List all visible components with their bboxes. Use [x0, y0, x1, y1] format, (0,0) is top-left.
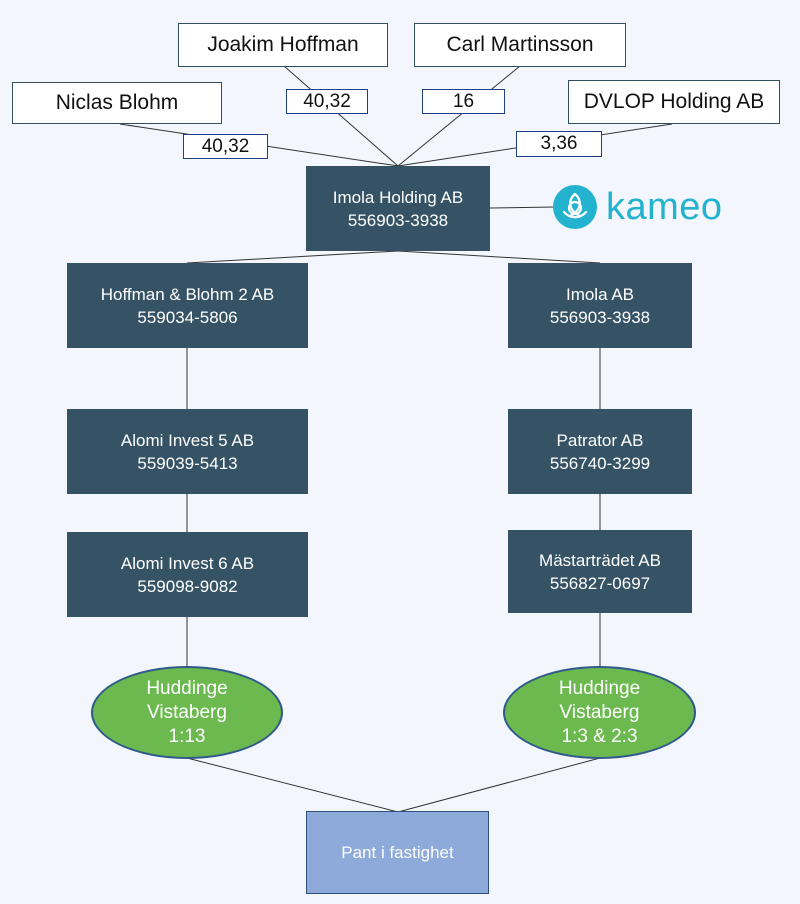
owner-name: DVLOP Holding AB [583, 90, 765, 113]
company-org-number: 556903-3938 [347, 210, 449, 230]
company-name: Imola Holding AB [332, 187, 464, 207]
company-org-number: 556827-0697 [549, 573, 651, 593]
company-org-number: 556903-3938 [549, 307, 651, 327]
property-line: 1:13 [168, 725, 206, 747]
share-box-carl: 16 [422, 89, 505, 114]
connector-logo [489, 206, 556, 209]
company-name: Alomi Invest 6 AB [120, 553, 255, 573]
owner-box-dvlop: DVLOP Holding AB [568, 80, 780, 124]
kameo-knot-icon [553, 185, 597, 229]
connector-holding-right [397, 250, 601, 264]
share-box-niclas: 40,32 [183, 134, 268, 159]
owner-name: Joakim Hoffman [207, 33, 359, 56]
owner-box-joakim: Joakim Hoffman [178, 23, 388, 67]
company-name: Patrator AB [556, 430, 644, 450]
company-box-imola: Imola AB 556903-3938 [508, 263, 692, 348]
property-line: Vistaberg [559, 701, 640, 723]
company-box-alomi-5: Alomi Invest 5 AB 559039-5413 [67, 409, 308, 494]
company-box-patrator: Patrator AB 556740-3299 [508, 409, 692, 494]
holding-company-box: Imola Holding AB 556903-3938 [306, 166, 490, 251]
connector-property-left [186, 757, 399, 813]
owner-box-niclas: Niclas Blohm [12, 82, 222, 124]
owner-name: Carl Martinsson [446, 33, 594, 56]
company-org-number: 559039-5413 [137, 453, 238, 473]
company-name: Mästarträdet AB [539, 550, 661, 570]
share-value: 3,36 [540, 133, 578, 154]
company-org-number: 559034-5806 [137, 307, 238, 327]
kameo-logo: kameo [552, 181, 723, 233]
company-org-number: 559098-9082 [137, 576, 238, 596]
owner-box-carl: Carl Martinsson [414, 23, 626, 67]
property-ellipse-right: Huddinge Vistaberg 1:3 & 2:3 [503, 666, 696, 759]
company-name: Hoffman & Blohm 2 AB [100, 284, 275, 304]
owner-name: Niclas Blohm [55, 91, 179, 114]
kameo-logo-text: kameo [606, 186, 723, 228]
property-ellipse-left: Huddinge Vistaberg 1:13 [91, 666, 283, 759]
connector-carl [397, 65, 521, 167]
pledge-box: Pant i fastighet [306, 811, 489, 894]
pledge-label: Pant i fastighet [341, 842, 454, 862]
connector-property-right [397, 757, 601, 813]
connector-joakim [283, 65, 399, 167]
company-box-alomi-6: Alomi Invest 6 AB 559098-9082 [67, 532, 308, 617]
company-name: Imola AB [565, 284, 635, 304]
share-box-dvlop: 3,36 [516, 131, 602, 157]
property-line: 1:3 & 2:3 [561, 725, 638, 747]
share-value: 40,32 [201, 135, 250, 157]
share-value: 40,32 [303, 90, 351, 112]
company-box-hoffman-blohm: Hoffman & Blohm 2 AB 559034-5806 [67, 263, 308, 348]
share-box-joakim: 40,32 [286, 89, 368, 114]
company-org-number: 556740-3299 [549, 453, 651, 473]
company-box-mastartradet: Mästarträdet AB 556827-0697 [508, 530, 692, 613]
property-line: Vistaberg [147, 701, 227, 723]
company-name: Alomi Invest 5 AB [120, 430, 255, 450]
property-line: Huddinge [146, 677, 228, 699]
share-value: 16 [452, 90, 475, 112]
connector-holding-left [186, 250, 399, 264]
property-line: Huddinge [558, 677, 641, 699]
